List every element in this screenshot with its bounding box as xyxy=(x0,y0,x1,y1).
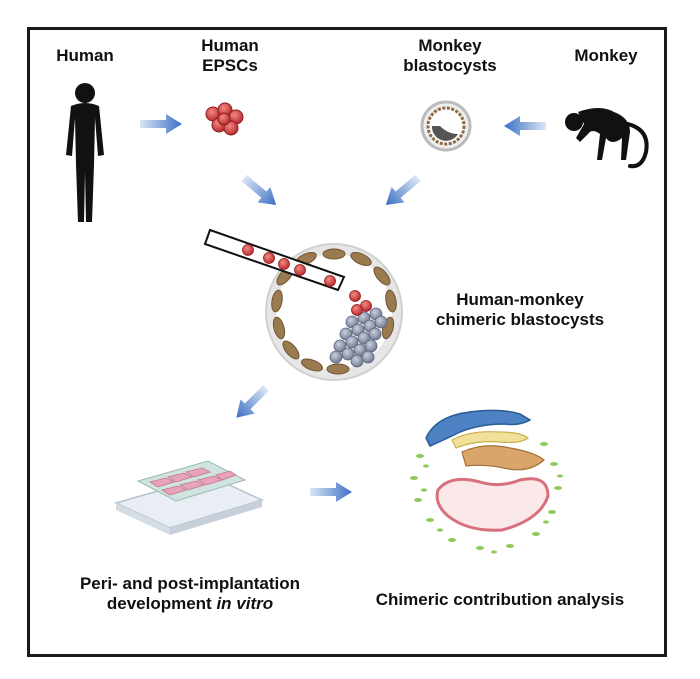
label-development-line2-italic: in vitro xyxy=(216,594,274,613)
label-human: Human xyxy=(56,46,114,65)
label-human-epscs-line1: Human xyxy=(201,36,259,55)
label-monkey: Monkey xyxy=(574,46,638,65)
arrow-human-to-epscs xyxy=(140,114,182,134)
label-development-line1: Peri- and post-implantation xyxy=(79,574,301,593)
label-human-epscs: Human EPSCs xyxy=(190,36,270,76)
monkey-silhouette-icon xyxy=(565,108,649,169)
arrow-blastocyst-to-injection xyxy=(379,170,425,213)
arrow-culture-to-analysis xyxy=(310,482,352,502)
embryo-section-icon xyxy=(410,409,563,554)
label-human-epscs-line2: EPSCs xyxy=(202,56,258,75)
cell-cluster-icon xyxy=(205,102,244,136)
label-monkey-blastocysts-line2: blastocysts xyxy=(403,56,497,75)
arrow-epscs-to-injection xyxy=(237,170,283,213)
label-chimeric-line2: chimeric blastocysts xyxy=(435,310,605,329)
injection-pipette-icon xyxy=(203,228,346,292)
human-silhouette-icon xyxy=(66,83,104,222)
arrow-chimera-to-culture xyxy=(229,380,274,425)
label-development: Peri- and post-implantation development … xyxy=(60,574,320,614)
label-monkey-blastocysts-line1: Monkey xyxy=(418,36,482,55)
label-chimeric-line1: Human-monkey xyxy=(456,290,584,309)
culture-plate-icon xyxy=(113,460,265,535)
arrow-monkey-to-blastocyst xyxy=(504,116,546,136)
chimeric-blastocyst-icon xyxy=(265,243,403,381)
blastocyst-icon xyxy=(420,100,472,152)
label-chimeric-blastocysts: Human-monkey chimeric blastocysts xyxy=(420,290,620,330)
label-contribution: Chimeric contribution analysis xyxy=(375,590,625,609)
label-development-line2: development in vitro xyxy=(60,594,320,614)
label-monkey-blastocysts: Monkey blastocysts xyxy=(400,36,500,76)
label-development-line2-prefix: development xyxy=(106,594,217,613)
